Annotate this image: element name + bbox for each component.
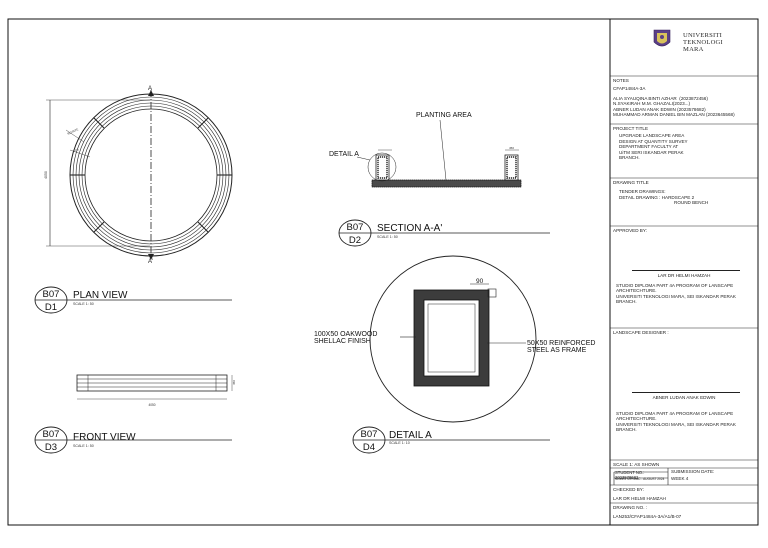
section-title: SECTION A-A': [377, 223, 442, 234]
drawing-title-line-3: ROUND BENCH: [674, 200, 709, 206]
plan-view-detail-no: D1: [45, 302, 57, 313]
detail-sheet-no: B07: [361, 429, 378, 440]
designer-description: STUDIO DIPLOMA PART 4A PROGRAM OF LANSCA…: [610, 409, 758, 435]
approved-by-header: APPROVED BY:: [613, 228, 647, 233]
title-block-grid: [610, 75, 758, 504]
student-1: ALIA SYAUQINA BINTI AZHAR (2023872456): [613, 95, 708, 101]
drawing-no-label: DRAWING NO. :: [613, 505, 648, 510]
detail-note-steel: 50X50 REINFORCED: [527, 340, 595, 347]
designer-header: LANDSCAPE DESIGNER :: [613, 330, 669, 335]
detail-dim-top: 90: [476, 278, 484, 285]
designer-signature-line: [632, 392, 740, 393]
plan-view-title: PLAN VIEW: [73, 290, 128, 301]
plan-section-mark-bottom: A': [148, 259, 153, 265]
svg-text:4050: 4050: [44, 171, 48, 179]
svg-text:100: 100: [73, 147, 79, 152]
detail-note-oakwood: 100X50 OAKWOOD: [314, 331, 377, 338]
sheet-border: [7, 18, 759, 526]
designer-name: ABNER LUDAN ANAK EDWIN: [652, 395, 716, 400]
svg-text:450: 450: [232, 380, 236, 385]
detail-note-frame: STEEL AS FRAME: [527, 347, 587, 354]
university-name: UNIVERSITI TEKNOLOGI MARA: [683, 32, 723, 53]
plan-section-mark-top: A: [148, 86, 152, 92]
project-title-section: PROJECT TITLE UPGRADE LANDSCAPE AREA DES…: [610, 124, 758, 162]
designer-section: LANDSCAPE DESIGNER :: [610, 328, 758, 337]
project-title-line-4: UiTM SERI ISKANDAR PERAK: [619, 149, 684, 155]
semester: SEMESTER MAC - AUGUST 2024: [615, 477, 665, 481]
designer-desc-line-4: BRANCH.: [616, 427, 637, 433]
university-line-2: TEKNOLOGI: [683, 38, 723, 46]
drawing-title-section: DRAWING TITLE TENDER DRAWINGS: DETAIL DR…: [610, 178, 758, 208]
approver-signature-line: [632, 270, 740, 271]
section-detail-no: D2: [349, 235, 361, 246]
student-2: N.SYAKIRAH M.M. GHAZALI(2023...): [613, 101, 691, 107]
drawing-no: LAN253/CFAP1484A-3A/A1/B-07: [613, 514, 682, 519]
front-view: 4050 450: [76, 374, 236, 407]
project-title-line-1: UPGRADE LANDSCAPE AREA: [619, 133, 685, 139]
detail-scale: SCALE 1: 10: [389, 441, 410, 445]
project-title-header: PROJECT TITLE: [613, 126, 649, 131]
approver-desc-line-2: ARCHITECHTURE.: [616, 288, 657, 294]
submission-week: WEEK 4: [671, 476, 689, 481]
detail-title: DETAIL A: [389, 430, 432, 441]
submission-date-label: SUBMISSION DATE:: [671, 469, 715, 474]
front-view-sheet-no: B07: [43, 429, 60, 440]
designer-desc-line-1: STUDIO DIPLOMA PART 4A PROGRAM OF LANSCA…: [616, 411, 734, 416]
section-scale: SCALE 1: 50: [377, 235, 398, 239]
title-block: UNIVERSITI TEKNOLOGI MARA NOTES CFAP1484…: [610, 19, 758, 525]
course-code: CFAP1484A-3A: [613, 86, 646, 92]
approver-desc-line-4: BRANCH.: [616, 299, 637, 305]
university-line-3: MARA: [683, 45, 704, 53]
university-line-1: UNIVERSITI: [683, 32, 722, 39]
scale-cell: SCALE 1: AS SHOWN: [613, 462, 660, 467]
section-view: 450: [356, 119, 522, 188]
front-view-label: B07 D3 FRONT VIEW SCALE 1: 50: [34, 426, 232, 454]
detail-label: B07 D4 DETAIL A SCALE 1: 10: [352, 426, 550, 454]
svg-text:450: 450: [509, 146, 514, 150]
plan-view: 4050 ROTATE 100: [44, 90, 233, 260]
project-title-line-5: BRANCH.: [619, 155, 640, 161]
drawing-title-line-1: TENDER DRAWINGS:: [619, 189, 666, 195]
approver-description: STUDIO DIPLOMA PART 4A PROGRAM OF LANSCA…: [610, 281, 758, 307]
drawing-title-line-2: DETAIL DRAWING : HARDSCAPE 2: [619, 194, 695, 200]
student-no: STUDENT NO.: 2023578682: [615, 470, 645, 481]
approver-desc-line-3: UNIVERSITI TEKNOLOGI MARA, SEI ISKANDAR …: [616, 293, 736, 299]
detail-a-view: [369, 255, 537, 423]
checked-by-name: LAR DR HELMI HAMZAH: [613, 496, 666, 501]
designer-desc-line-2: ARCHITECHTURE.: [616, 416, 657, 422]
designer-desc-line-3: UNIVERSITI TEKNOLOGI MARA, SEI ISKANDAR …: [616, 421, 736, 427]
plan-view-sheet-no: B07: [43, 289, 60, 300]
approver-name: LAR DR HELMI HAMZAH: [657, 273, 711, 278]
approver-desc-line-1: STUDIO DIPLOMA PART 4A PROGRAM OF LANSCA…: [616, 283, 734, 288]
notes-header: NOTES: [613, 78, 629, 83]
detail-note-shellac: SHELLAC FINISH: [314, 338, 371, 345]
detail-detail-no: D4: [363, 442, 375, 453]
notes-section: NOTES CFAP1484A-3A ALIA SYAUQINA BINTI A…: [610, 76, 758, 119]
front-view-scale: SCALE 1: 50: [73, 444, 94, 448]
checked-by-label: CHECKED BY:: [613, 487, 644, 492]
university-logo: UNIVERSITI TEKNOLOGI MARA: [610, 19, 758, 76]
svg-text:ROTATE: ROTATE: [67, 127, 79, 136]
svg-text:4050: 4050: [148, 403, 155, 407]
detail-a-callout: DETAIL A: [329, 151, 359, 158]
uitm-crest-icon: [653, 29, 671, 47]
project-title-line-2: DESIGN AT QUANTITY SURVEY: [619, 138, 688, 144]
plan-view-label: B07 D1 PLAN VIEW SCALE 1: 50: [34, 286, 232, 314]
planting-area-label: PLANTING AREA: [416, 112, 472, 119]
student-3: ABNER LUDAN ANAK EDWIN (2023578682): [613, 106, 706, 112]
student-4: MUHAMMAD ARMAN DANIEL BIN MAZLAN (202364…: [613, 112, 735, 118]
approved-by-section: APPROVED BY:: [610, 226, 758, 235]
front-view-detail-no: D3: [45, 442, 57, 453]
project-title-line-3: DEPARTMENT FACULTY AT: [619, 144, 679, 150]
plan-view-scale: SCALE 1: 50: [73, 302, 94, 306]
front-view-title: FRONT VIEW: [73, 432, 136, 443]
section-sheet-no: B07: [347, 222, 364, 233]
drawing-title-header: DRAWING TITLE: [613, 180, 649, 185]
section-label: B07 D2 SECTION A-A' SCALE 1: 50: [338, 219, 550, 247]
